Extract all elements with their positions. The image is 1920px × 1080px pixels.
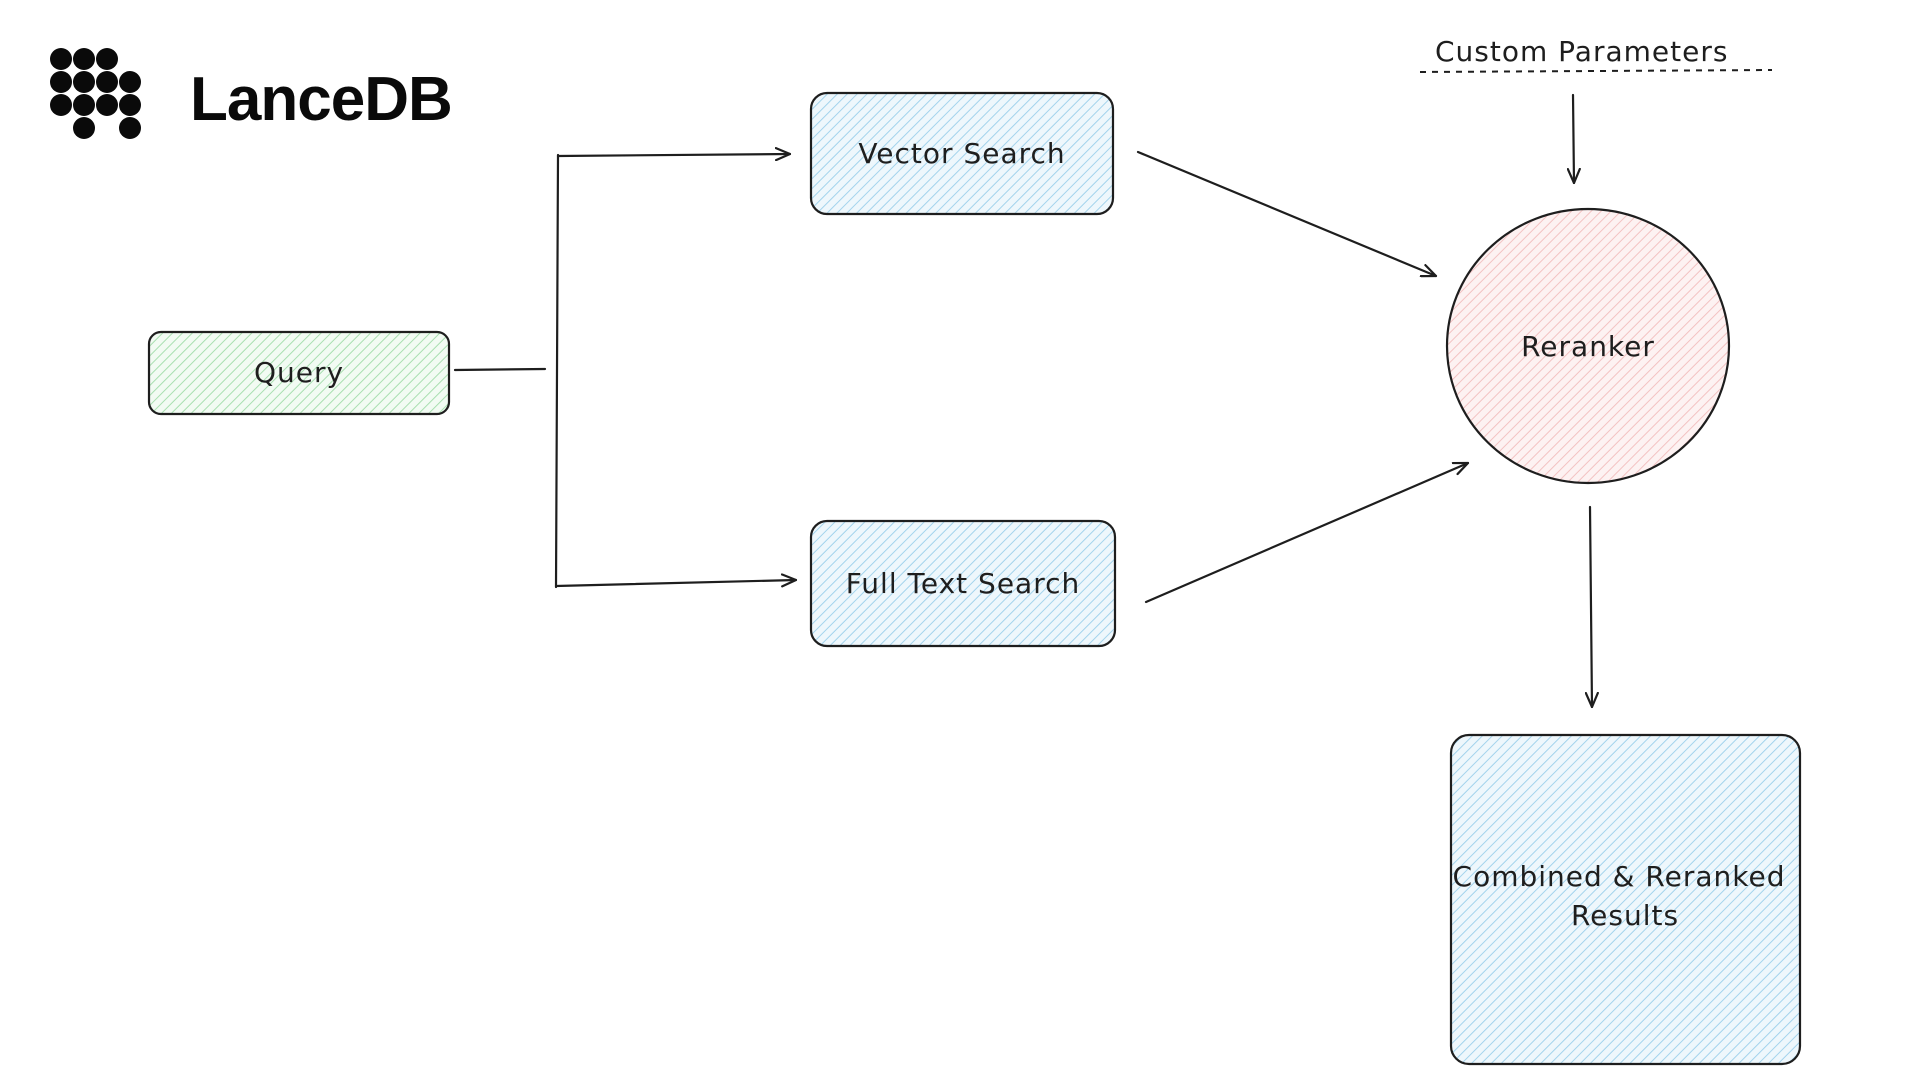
- custom-parameters-annotation: Custom Parameters: [1419, 35, 1773, 73]
- reranker-node: Reranker: [1445, 207, 1731, 485]
- arrow-params-to-reranker: [1573, 93, 1574, 185]
- arrow-to-vector-search: [556, 154, 792, 156]
- full-text-search-label: Full Text Search: [846, 567, 1081, 600]
- brand-name: LanceDB: [190, 65, 452, 134]
- vector-search-node: Vector Search: [809, 91, 1115, 216]
- arrow-to-full-text-search: [554, 580, 798, 586]
- brand: LanceDB: [50, 48, 453, 139]
- results-label-line2: Results: [1571, 899, 1679, 932]
- results-label-line1: Combined & Reranked: [1453, 860, 1786, 893]
- arrow-fulltext-to-reranker: [1144, 461, 1470, 604]
- arrow-vector-to-reranker: [1136, 150, 1438, 276]
- connector-query-out: [453, 367, 547, 372]
- query-node: Query: [147, 330, 451, 416]
- arrow-reranker-to-results: [1590, 505, 1592, 709]
- dot-grid-logo-icon: [50, 48, 141, 139]
- custom-parameters-label: Custom Parameters: [1435, 35, 1728, 68]
- full-text-search-node: Full Text Search: [809, 519, 1117, 648]
- vector-search-label: Vector Search: [858, 137, 1065, 170]
- custom-parameters-underline: [1419, 69, 1773, 73]
- reranker-label: Reranker: [1521, 330, 1655, 363]
- connectors: [453, 93, 1592, 709]
- query-label: Query: [254, 356, 344, 389]
- connector-branch-vertical: [554, 153, 560, 589]
- results-node: Combined & Reranked Results: [1449, 733, 1802, 1066]
